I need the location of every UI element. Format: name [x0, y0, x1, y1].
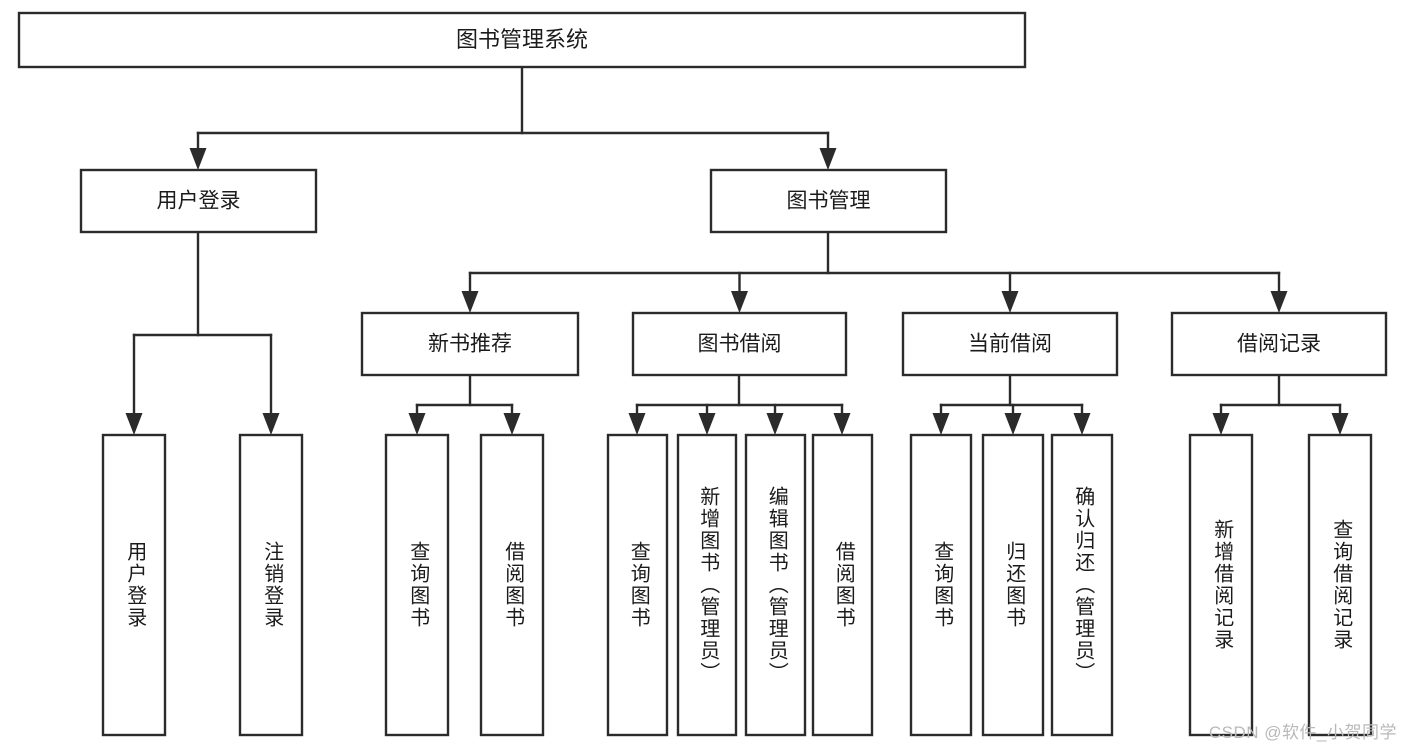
node-level3-2[interactable]: 当前借阅 — [901, 311, 1119, 377]
node-leaf-10[interactable] — [1050, 433, 1114, 737]
node-box[interactable] — [811, 433, 874, 737]
node-label: 新书推荐 — [428, 333, 512, 356]
node-box[interactable] — [981, 433, 1045, 737]
arrow-head-icon — [698, 413, 716, 435]
node-box[interactable] — [238, 433, 304, 737]
node-box[interactable] — [709, 168, 948, 234]
node-box[interactable] — [631, 311, 848, 377]
node-leaf-12[interactable] — [1307, 433, 1373, 737]
arrow-head-icon — [731, 291, 748, 313]
node-box[interactable] — [1050, 433, 1114, 737]
node-leaf-5[interactable] — [676, 433, 738, 737]
node-root-system[interactable]: 图书管理系统 — [17, 11, 1027, 69]
arrow-head-icon — [461, 291, 479, 313]
node-box[interactable] — [79, 168, 318, 234]
node-leaf-7[interactable] — [811, 433, 874, 737]
arrow-head-icon — [819, 148, 837, 170]
node-label: 图书借阅 — [698, 333, 782, 356]
node-level2-0[interactable]: 用户登录 — [79, 168, 318, 234]
arrow-head-icon — [1001, 291, 1019, 313]
arrow-head-icon — [628, 413, 646, 435]
node-label: 图书管理系统 — [456, 27, 588, 52]
arrow-head-icon — [503, 413, 521, 435]
node-leaf-6[interactable] — [744, 433, 807, 737]
node-level3-1[interactable]: 图书借阅 — [631, 311, 848, 377]
node-box[interactable] — [360, 311, 580, 377]
node-box[interactable] — [909, 433, 973, 737]
arrow-head-icon — [1331, 413, 1349, 435]
node-leaf-3[interactable] — [479, 433, 545, 737]
node-box[interactable] — [1188, 433, 1254, 737]
node-level3-0[interactable]: 新书推荐 — [360, 311, 580, 377]
node-label: 用户登录 — [157, 190, 241, 213]
node-leaf-11[interactable] — [1188, 433, 1254, 737]
arrow-head-icon — [189, 148, 207, 170]
csdn-watermark: CSDN @软件_小贺同学 — [1208, 723, 1397, 742]
node-box[interactable] — [1307, 433, 1373, 737]
node-box[interactable] — [676, 433, 738, 737]
node-box[interactable] — [1170, 311, 1388, 377]
arrow-head-icon — [932, 413, 950, 435]
node-level3-3[interactable]: 借阅记录 — [1170, 311, 1388, 377]
node-label: 借阅记录 — [1237, 333, 1321, 356]
arrow-head-icon — [1212, 413, 1230, 435]
arrow-head-icon — [262, 413, 280, 435]
arrow-head-icon — [1073, 413, 1091, 435]
node-leaf-8[interactable] — [909, 433, 973, 737]
node-leaf-9[interactable] — [981, 433, 1045, 737]
node-box[interactable] — [744, 433, 807, 737]
node-label: 图书管理 — [787, 190, 871, 213]
node-box[interactable] — [479, 433, 545, 737]
node-box[interactable] — [606, 433, 669, 737]
arrow-head-icon — [766, 413, 784, 435]
node-leaf-1[interactable] — [238, 433, 304, 737]
connector-layer — [125, 65, 1349, 435]
node-leaf-4[interactable] — [606, 433, 669, 737]
node-box[interactable] — [384, 433, 450, 737]
arrow-head-icon — [408, 413, 426, 435]
node-level2-1[interactable]: 图书管理 — [709, 168, 948, 234]
arrow-head-icon — [833, 413, 851, 435]
node-box[interactable] — [17, 11, 1027, 69]
arrow-head-icon — [125, 413, 143, 435]
node-leaf-2[interactable] — [384, 433, 450, 737]
node-box[interactable] — [101, 433, 167, 737]
node-label: 当前借阅 — [968, 333, 1052, 356]
node-box[interactable] — [901, 311, 1119, 377]
arrow-head-icon — [1270, 291, 1288, 313]
arrow-head-icon — [1004, 413, 1022, 435]
node-leaf-0[interactable] — [101, 433, 167, 737]
